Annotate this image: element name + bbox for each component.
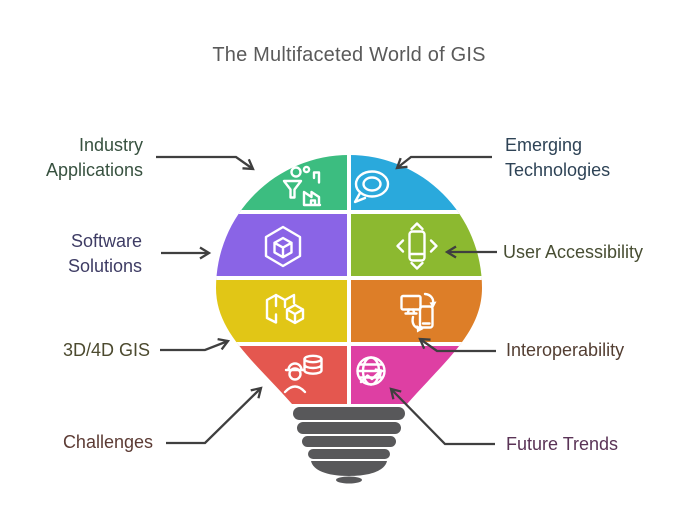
label-line: Software (70, 231, 142, 251)
label-3d-4d-gis: 3D/4D GIS (63, 338, 150, 363)
arrow-3d-4d-gis (160, 338, 231, 352)
segment-interoperability (349, 278, 482, 344)
segment-3d-4d-gis (216, 278, 349, 344)
label-line: Solutions (67, 256, 142, 276)
bulb-base (293, 407, 405, 484)
label-line: Applications (45, 160, 143, 180)
cube-package-icon (264, 225, 302, 268)
label-interoperability: Interoperability (506, 338, 624, 363)
label-line: Future Trends (506, 434, 619, 454)
label-line: User Accessibility (503, 242, 644, 262)
label-user-accessibility: User Accessibility (503, 240, 643, 265)
arrow-challenges (166, 386, 263, 445)
label-emerging-technologies: Emerging Technologies (505, 133, 610, 183)
speech-bubble-icon (353, 170, 390, 204)
segment-emerging-technologies (349, 155, 482, 212)
label-line: Emerging (505, 135, 583, 155)
page-title: The Multifaceted World of GIS (212, 44, 486, 66)
segment-future-trends (349, 344, 482, 404)
factory-icon (282, 165, 322, 207)
segment-dividers (216, 155, 482, 404)
label-line: Interoperability (506, 340, 625, 360)
label-industry-applications: Industry Applications (46, 133, 143, 183)
label-line: Industry (78, 135, 143, 155)
arrow-industry-applications (156, 155, 255, 171)
map-cube-icon (265, 293, 305, 325)
label-challenges: Challenges (63, 430, 153, 455)
label-line: Challenges (62, 432, 153, 452)
label-software-solutions: Software Solutions (68, 229, 142, 279)
arrow-interoperability (418, 337, 496, 353)
bulb-glass (216, 155, 482, 404)
worker-database-icon (283, 354, 323, 394)
connector-arrows (156, 155, 497, 446)
arrow-future-trends (389, 387, 495, 446)
phone-chevrons-icon (396, 222, 438, 270)
segment-industry-applications (216, 155, 349, 212)
arrow-emerging-technologies (395, 155, 492, 170)
globe-trend-icon (356, 356, 386, 386)
label-line: Technologies (505, 160, 611, 180)
segment-challenges (216, 344, 349, 404)
label-future-trends: Future Trends (506, 432, 618, 457)
devices-sync-icon (400, 292, 437, 333)
label-line: 3D/4D GIS (62, 340, 150, 360)
segment-software-solutions (216, 212, 349, 278)
